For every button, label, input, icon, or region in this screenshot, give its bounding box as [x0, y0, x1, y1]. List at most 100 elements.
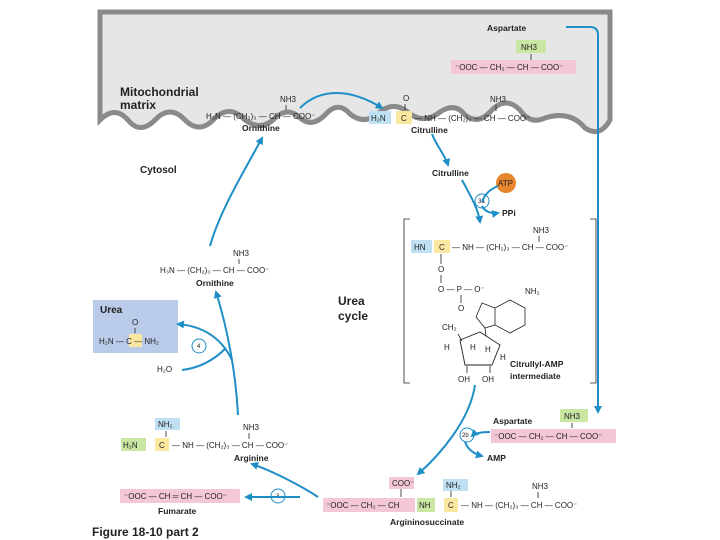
- urea-title: Urea: [100, 305, 123, 316]
- aspartate-top: Aspartate NH3 ⁻OOC — CH₂ — CH — COO⁻: [451, 23, 576, 74]
- h2o-label: H₂O: [157, 365, 172, 374]
- atp-badge: [496, 173, 516, 193]
- argininosuccinate-chain2: — NH — (CH₂)₃ — CH — COO⁻: [461, 501, 577, 510]
- arrow-intermediate-to-argininosuccinate: [416, 384, 476, 476]
- arrow-ornithine-transport: [209, 136, 263, 247]
- arrow-argininosuccinate-to-arginine: [250, 462, 319, 498]
- arrow-citrulline-transport: [431, 133, 451, 167]
- step-4-circle: [191, 338, 207, 354]
- ribose-oh2: OH: [482, 375, 494, 384]
- arrow-ornithine-to-citrulline: [299, 92, 384, 110]
- argininosuccinate-chain1: ⁻OOC — CH₂ — CH: [326, 501, 400, 510]
- arginine-carbon-highlight: [155, 438, 169, 451]
- arrow-aspartate-transport: [566, 26, 602, 414]
- ribose-h3: H: [485, 345, 491, 354]
- aspartate-top-chain-highlight: [451, 60, 576, 74]
- urea-o: O: [132, 318, 138, 327]
- arginine-nh3: NH3: [243, 423, 260, 432]
- arginine-h2n: H₂N: [123, 441, 138, 450]
- step-4-label: 4: [197, 344, 201, 350]
- arrow-urea-out: [176, 320, 233, 361]
- argininosuccinate-succinate-highlight: [323, 498, 415, 512]
- ppi-label: PPi: [502, 208, 516, 218]
- ornithine-top-chain: H₃N — (CH₂)₃ — CH — COO⁻: [206, 112, 315, 121]
- intermediate-o-link: O: [438, 265, 444, 274]
- fumarate-highlight: [120, 489, 240, 503]
- ornithine-top: NH3 H₃N — (CH₂)₃ — CH — COO⁻ Ornithine: [206, 95, 315, 133]
- cytosol-label: Cytosol: [140, 165, 177, 176]
- intermediate-name-line2: intermediate: [510, 371, 561, 381]
- adenine-ring: [494, 299, 526, 334]
- aspartate-right-chain-highlight: [491, 429, 616, 443]
- arginine-nh2-highlight: [155, 418, 180, 430]
- atp-label: ATP: [498, 179, 513, 188]
- intermediate-nh2: NH₂: [525, 287, 540, 296]
- arrow-ppi-out: [481, 205, 500, 218]
- citrulline-top-chain: — NH — (CH₂)₃ — CH — COO⁻: [414, 114, 530, 123]
- fumarate: ⁻OOC — CH ═ CH — COO⁻ Fumarate: [120, 489, 240, 516]
- imidazole-ring: [475, 302, 496, 329]
- citrulline-top-h2n: H₂N: [371, 114, 386, 123]
- aspartate-top-chain: ⁻OOC — CH₂ — CH — COO⁻: [455, 63, 563, 72]
- urea-chain: H₂N — C — NH₂: [99, 337, 159, 346]
- intermediate-carbon-highlight: [434, 240, 450, 253]
- mito-label-line1: Mitochondrial: [120, 85, 199, 99]
- argininosuccinate-coo: COO⁻: [392, 479, 414, 488]
- citrulline-top-o: O: [403, 94, 409, 103]
- ornithine-top-name: Ornithine: [242, 123, 280, 133]
- argininosuccinate-nh-highlight: [417, 498, 435, 512]
- ribose-h4: H: [500, 353, 506, 362]
- arginine-h2n-highlight: [121, 438, 146, 451]
- urea-carbon-highlight: [129, 334, 142, 347]
- ribose-h1: H: [444, 343, 450, 352]
- argininosuccinate-carbon-highlight: [444, 498, 458, 512]
- arrow-citrulline-to-intermediate: [461, 179, 484, 224]
- arginine: NH₂ H₂N C — NH — (CH₂)₃ — CH — COO⁻ NH3 …: [121, 418, 288, 463]
- arrow-atp-in: [481, 185, 499, 203]
- intermediate-ch2: CH₂: [442, 323, 457, 332]
- mito-label-line2: matrix: [120, 98, 156, 112]
- ribose-h2: H: [470, 343, 476, 352]
- ribose-oh1: OH: [458, 375, 470, 384]
- intermediate-name-line1: Citrullyl-AMP: [510, 359, 564, 369]
- ribose-ring: [459, 331, 501, 366]
- aspartate-right-chain: ⁻OOC — CH₂ — CH — COO⁻: [494, 432, 602, 441]
- mitochondrial-membrane: [97, 9, 613, 135]
- arginine-nh2: NH₂: [158, 420, 173, 429]
- intermediate-chain: — NH — (CH₂)₃ — CH — COO⁻: [452, 243, 568, 252]
- argininosuccinate-nh2-highlight: [443, 479, 468, 491]
- citrulline-top: O H₂N C — NH — (CH₂)₃ — CH — COO⁻ NH3 Ci…: [369, 94, 530, 135]
- aspartate-right-name: Aspartate: [493, 416, 532, 426]
- arginine-c: C: [159, 441, 165, 450]
- argininosuccinate-nh: NH: [419, 501, 431, 510]
- step-3a-label: 3a: [478, 199, 485, 205]
- aspartate-top-name: Aspartate: [487, 23, 526, 33]
- fumarate-name: Fumarate: [158, 506, 197, 516]
- arrow-amp-out: [464, 441, 484, 459]
- amp-label: AMP: [487, 453, 506, 463]
- aspartate-right: Aspartate NH3 ⁻OOC — CH₂ — CH — COO⁻: [491, 409, 616, 443]
- step-2b-label: 2b: [462, 433, 469, 439]
- ornithine-left-nh3: NH3: [233, 249, 250, 258]
- urea-cycle-label-line2: cycle: [338, 309, 368, 323]
- figure-caption: Figure 18-10 part 2: [92, 525, 199, 539]
- argininosuccinate-nh2: NH₂: [446, 481, 461, 490]
- citrulline-top-name: Citrulline: [411, 125, 448, 135]
- intermediate-phosphate-o: O: [458, 304, 464, 313]
- ornithine-left-chain: H₃N — (CH₂)₃ — CH — COO⁻: [160, 266, 269, 275]
- ornithine-left-name: Ornithine: [196, 278, 234, 288]
- arrow-water-in: [181, 347, 227, 371]
- aspartate-top-nh3: NH3: [521, 43, 538, 52]
- fumarate-chain: ⁻OOC — CH ═ CH — COO⁻: [124, 492, 227, 501]
- citrulline-top-c: C: [401, 114, 407, 123]
- argininosuccinate-nh3: NH3: [532, 482, 549, 491]
- citrulline-top-carbon-highlight: [396, 111, 412, 124]
- ornithine-top-nh3: NH3: [280, 95, 297, 104]
- urea-box: Urea O H₂N — C — NH₂: [93, 300, 178, 353]
- argininosuccinate-name: Argininosuccinate: [390, 517, 464, 527]
- aspartate-right-nh3: NH3: [564, 412, 581, 421]
- arrow-aspartate-in: [470, 428, 491, 438]
- citrulline-cytosol-name: Citrulline: [432, 168, 469, 178]
- argininosuccinate-coo-highlight: [389, 477, 414, 489]
